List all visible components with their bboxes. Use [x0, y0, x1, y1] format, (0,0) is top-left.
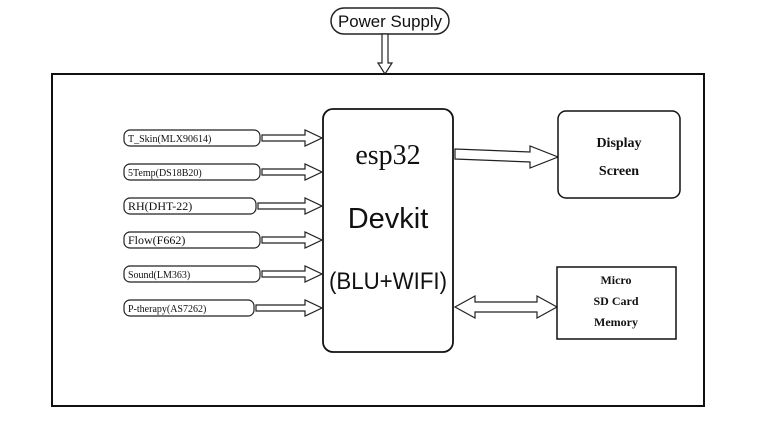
sensor-input-row: RH(DHT-22)	[123, 197, 324, 215]
sensor-arrow	[257, 197, 324, 215]
sd-card-block: Micro SD Card Memory	[556, 266, 677, 340]
esp32-title: esp32	[355, 140, 420, 171]
display-label-line1: Display	[596, 136, 641, 151]
sensor-arrow	[261, 163, 324, 181]
sensor-arrow	[261, 231, 324, 249]
sensor-input-row: T_Skin(MLX90614)	[123, 129, 324, 147]
display-arrow	[454, 145, 560, 169]
display-label-line2: Screen	[599, 164, 639, 179]
esp32-subtitle: Devkit	[348, 203, 429, 235]
sensor-label-box	[123, 197, 257, 215]
power-supply-arrow	[376, 33, 394, 76]
sensor-input-row: Flow(F662)	[123, 231, 324, 249]
sd-label-line1: Micro	[600, 273, 631, 287]
sensor-input-row: 5Temp(DS18B20)	[123, 163, 324, 181]
power-supply-node: Power Supply	[330, 7, 450, 35]
sensor-label: RH(DHT-22)	[128, 199, 192, 213]
sensor-arrow	[261, 265, 324, 283]
sensor-label: T_Skin(MLX90614)	[128, 134, 211, 145]
sensor-label-box	[123, 163, 261, 181]
sd-label-line3: Memory	[594, 315, 638, 329]
esp32-connectivity: (BLU+WIFI)	[329, 268, 447, 295]
sensor-label-box	[123, 129, 261, 147]
sensor-label-box	[123, 231, 261, 249]
esp32-block: esp32 Devkit (BLU+WIFI)	[322, 108, 454, 353]
sensor-label: Sound(LM363)	[128, 270, 190, 281]
display-screen-block: Display Screen	[557, 110, 681, 199]
sensor-inputs: T_Skin(MLX90614) 5Temp(DS18B20) RH(DHT-22)…	[123, 129, 324, 317]
power-supply-label: Power Supply	[338, 12, 442, 31]
sensor-label: Flow(F662)	[128, 233, 185, 247]
sensor-label-box	[123, 299, 255, 317]
sensor-input-row: Sound(LM363)	[123, 265, 324, 283]
sensor-arrow	[261, 129, 324, 147]
sensor-label-box	[123, 265, 261, 283]
sd-label-line2: SD Card	[593, 294, 638, 308]
sd-bidirectional-arrow	[453, 294, 559, 320]
sensor-arrow	[255, 299, 324, 317]
sensor-label: P-therapy(AS7262)	[128, 304, 206, 315]
system-enclosure	[51, 73, 705, 407]
sensor-label: 5Temp(DS18B20)	[128, 168, 202, 179]
sensor-input-row: P-therapy(AS7262)	[123, 299, 324, 317]
